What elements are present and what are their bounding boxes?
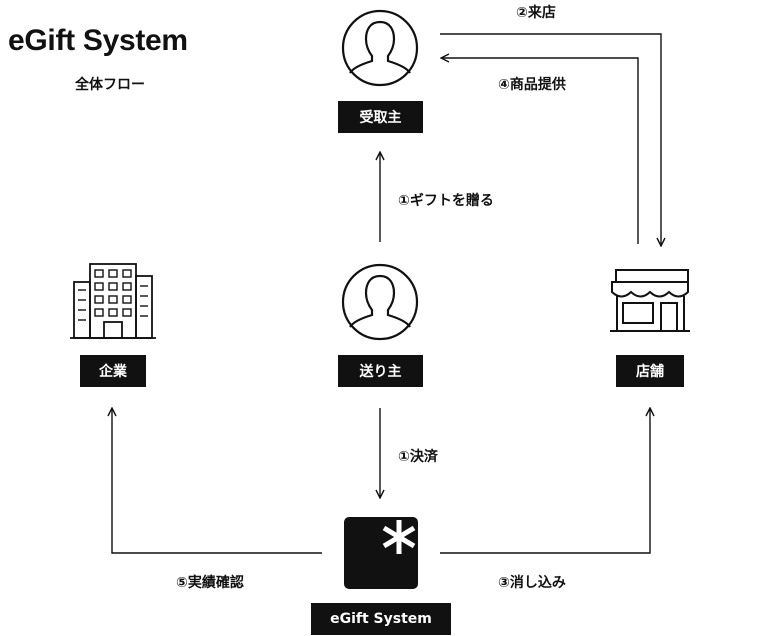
- company-label: 企業: [80, 355, 146, 387]
- arrow-redeem: [440, 408, 650, 554]
- recipient-label: 受取主: [338, 101, 423, 133]
- edge-label-gift: ①ギフトを贈る: [398, 193, 494, 209]
- store-label: 店舗: [616, 355, 684, 387]
- edge-label-provide: ④商品提供: [498, 77, 566, 93]
- system-label: eGift System: [311, 603, 451, 635]
- sender-label: 送り主: [338, 355, 423, 387]
- arrow-confirm: [112, 408, 322, 554]
- arrow-provide: [441, 58, 639, 244]
- sender-person-icon: [341, 263, 419, 341]
- recipient-person-icon: [341, 9, 419, 87]
- page-title: eGift System: [8, 24, 188, 57]
- arrow-visit: [440, 33, 661, 246]
- page-subtitle: 全体フロー: [75, 77, 145, 93]
- storefront-icon: [610, 269, 690, 332]
- edge-label-visit: ②来店: [516, 5, 556, 21]
- office-building-icon: [70, 263, 156, 339]
- edge-label-payment: ①決済: [398, 449, 438, 465]
- asterisk-logo-icon: [344, 517, 418, 589]
- edge-label-confirm: ⑤実績確認: [176, 575, 244, 591]
- edge-label-redeem: ③消し込み: [498, 575, 566, 591]
